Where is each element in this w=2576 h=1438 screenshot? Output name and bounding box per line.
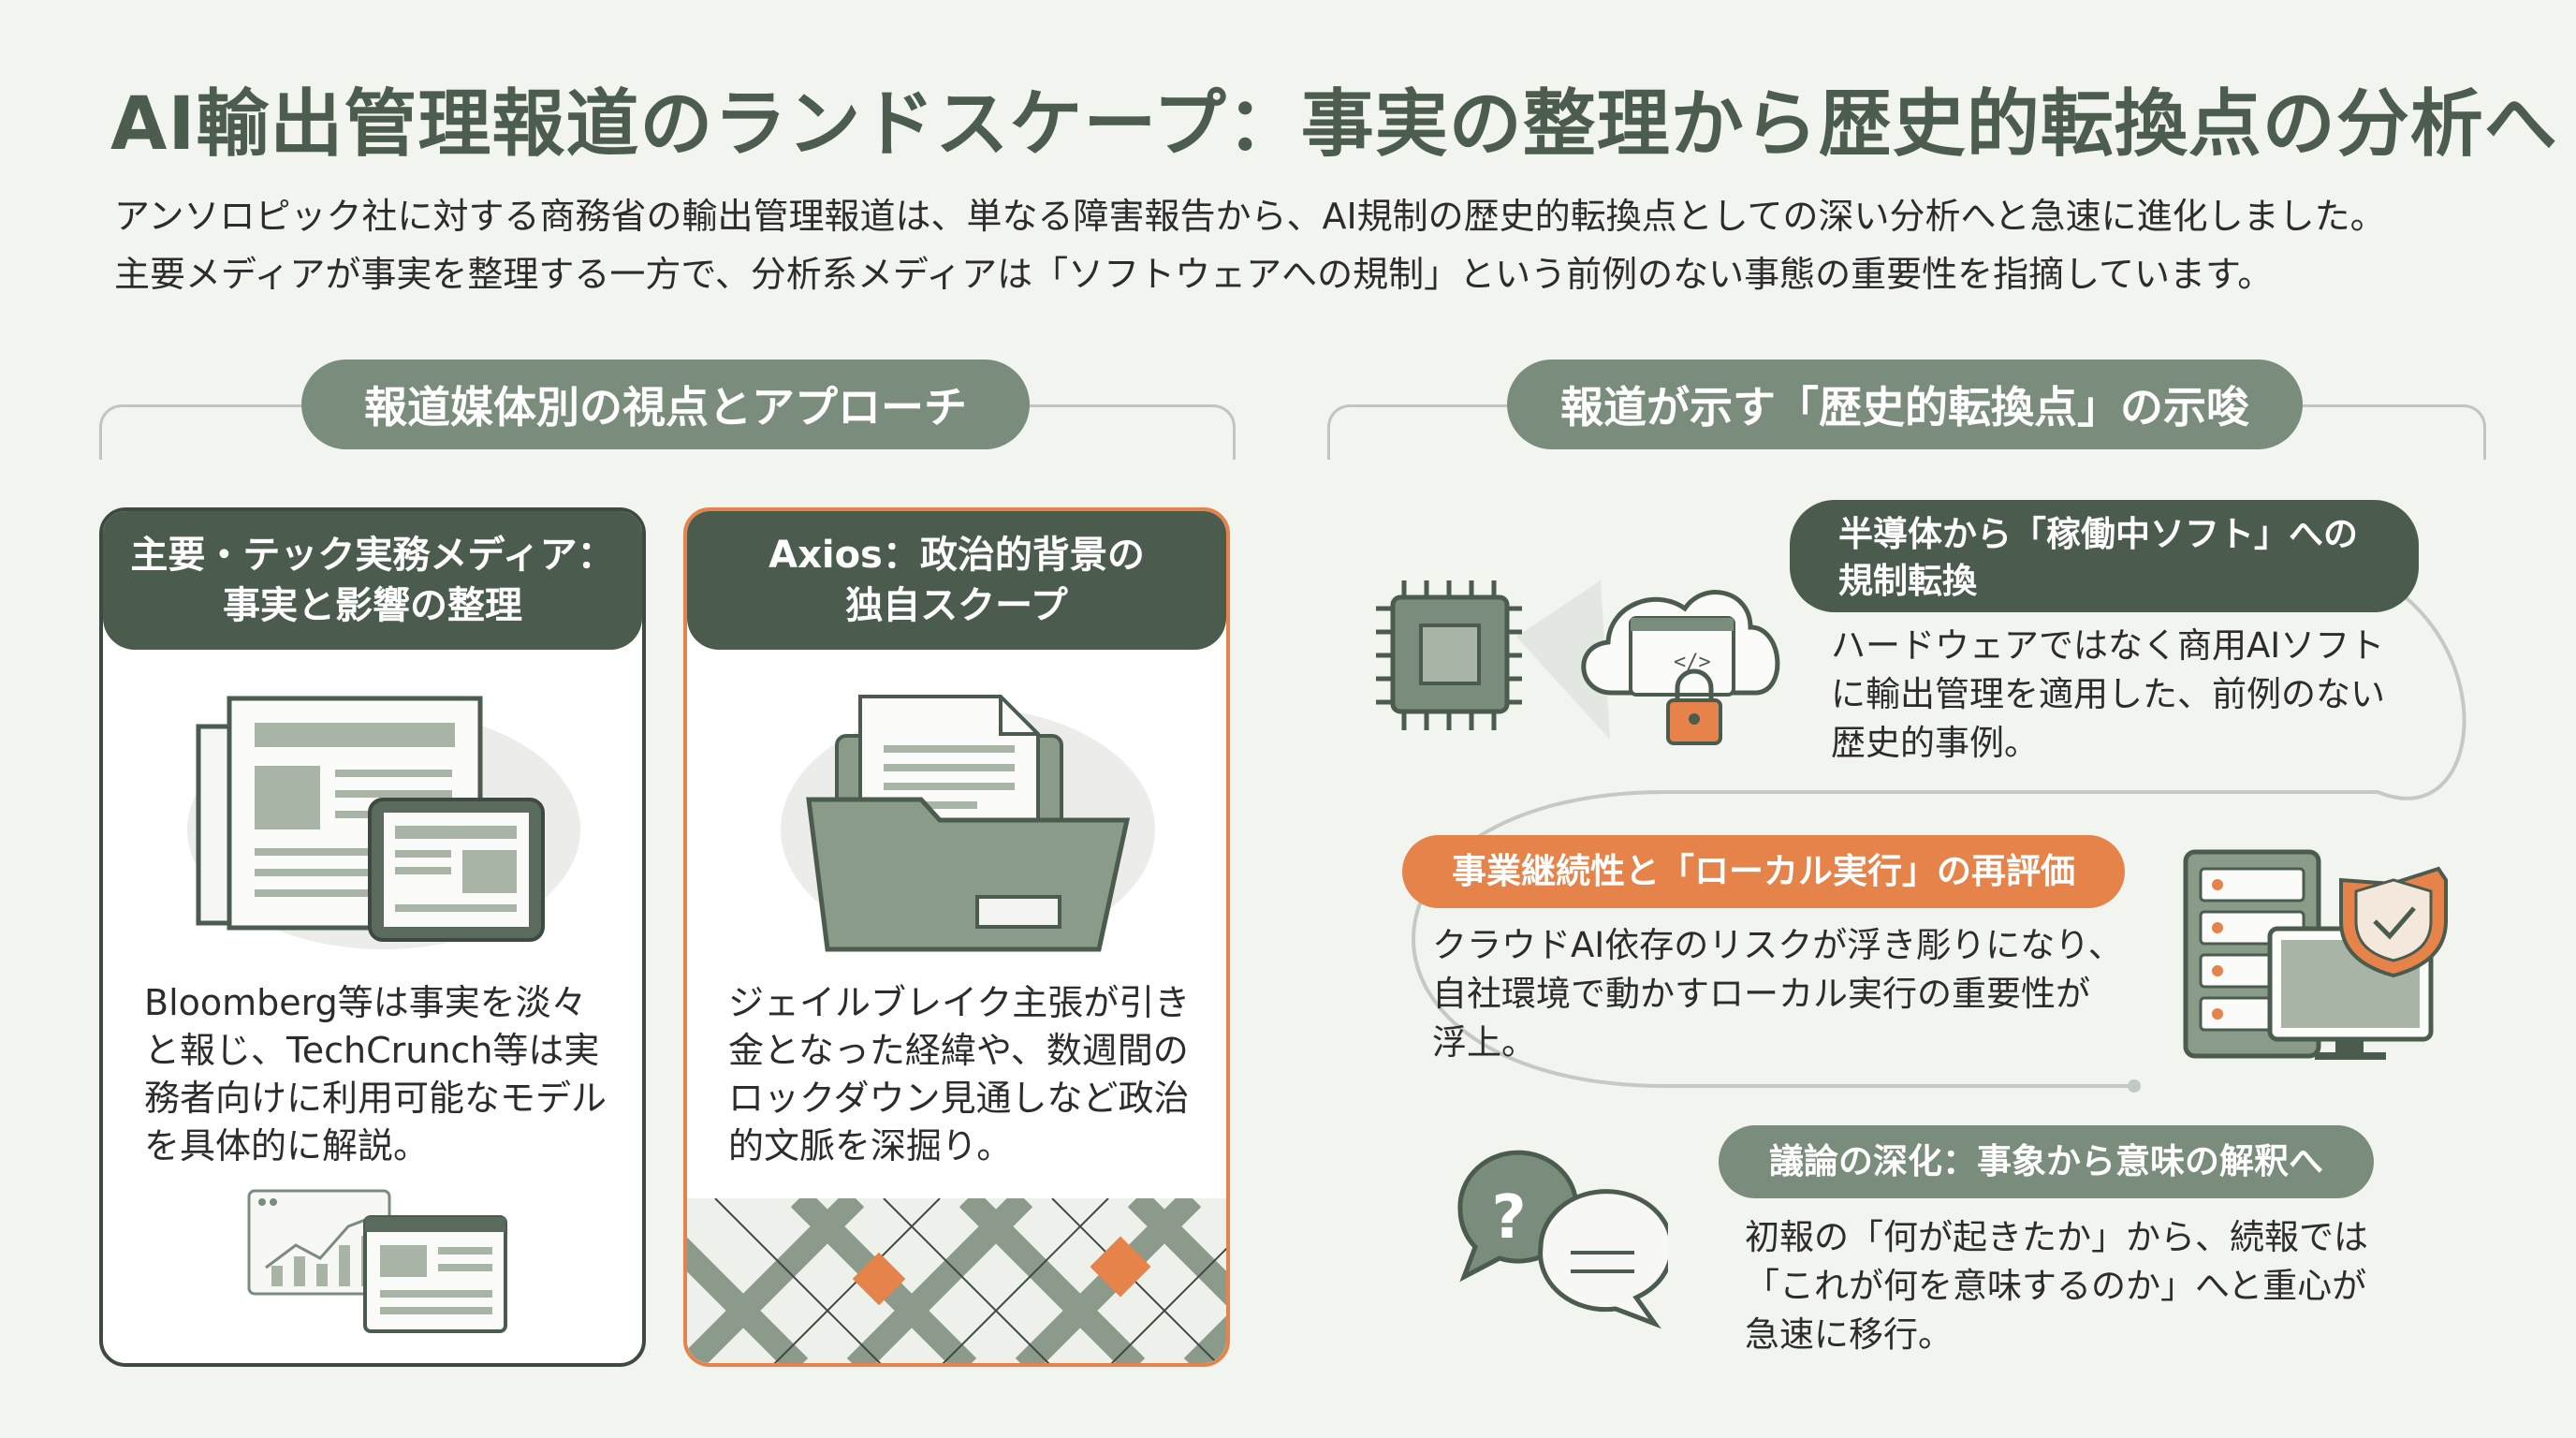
right-section-heading: 報道が示す「歴史的転換点」の示唆 [1507,360,2303,449]
left-section-heading: 報道媒体別の視点とアプローチ [301,360,1030,449]
card-mainstream-media: 主要・テック実務メディア： 事実と影響の整理 Bloomberg等は事実を淡々 … [99,507,646,1367]
card-axios: Axios：政治的背景の 独自スクープ ジェイルブレイク主張が引き 金となった経… [683,507,1230,1367]
item-discussion-depth-body: 初報の「何が起きたか」から、続報では 「これが何を意味するのか」へと重心が 急速… [1745,1217,2368,1355]
page-title: AI輸出管理報道のランドスケープ：事実の整理から歴史的転換点の分析へ [110,82,2558,167]
card-mainstream-title: 主要・テック実務メディア： 事実と影響の整理 [103,511,642,650]
analytics-windows-icon [247,1189,507,1333]
item-software-regulation-body: ハードウェアではなく商用AIソフト に輸出管理を適用した、前例のない 歴史的事例… [1831,625,2385,763]
card-mainstream-body: Bloomberg等は事実を淡々 と報じ、TechCrunch等は実 務者向けに… [144,982,607,1167]
intro-line-1: アンソロピック社に対する商務省の輸出管理報道は、単なる障害報告から、AI規制の歴… [114,196,2386,237]
decorative-plaid-pattern [687,1198,1226,1363]
chip-to-cloud-icon: </> [1376,580,1780,745]
card-axios-body: ジェイルブレイク主張が引き 金となった経緯や、数週間の ロックダウン見通しなど政… [728,982,1191,1167]
card-axios-title: Axios：政治的背景の 独自スクープ [687,511,1226,650]
speech-bubbles-question-icon: ? [1457,1150,1668,1329]
item-local-execution-title: 事業継続性と「ローカル実行」の再評価 [1402,835,2125,908]
intro-line-2: 主要メディアが事実を整理する一方で、分析系メディアは「ソフトウェアへの規制」とい… [114,254,2274,295]
folder-documents-icon [781,695,1155,952]
newspaper-tablet-icon [187,696,580,949]
question-mark-icon: ? [1491,1183,1526,1253]
intro-text: アンソロピック社に対する商務省の輸出管理報道は、単なる障害報告から、AI規制の歴… [114,187,2386,303]
item-local-execution-body: クラウドAI依存のリスクが浮き彫りになり、 自社環境で動かすローカル実行の重要性… [1432,925,2123,1063]
item-discussion-depth-title: 議論の深化：事象から意味の解釈へ [1719,1125,2374,1198]
item-software-regulation-title: 半導体から「稼働中ソフト」への 規制転換 [1790,500,2419,612]
flow-connector [1412,552,2466,1093]
server-monitor-shield-icon [2183,849,2448,1060]
